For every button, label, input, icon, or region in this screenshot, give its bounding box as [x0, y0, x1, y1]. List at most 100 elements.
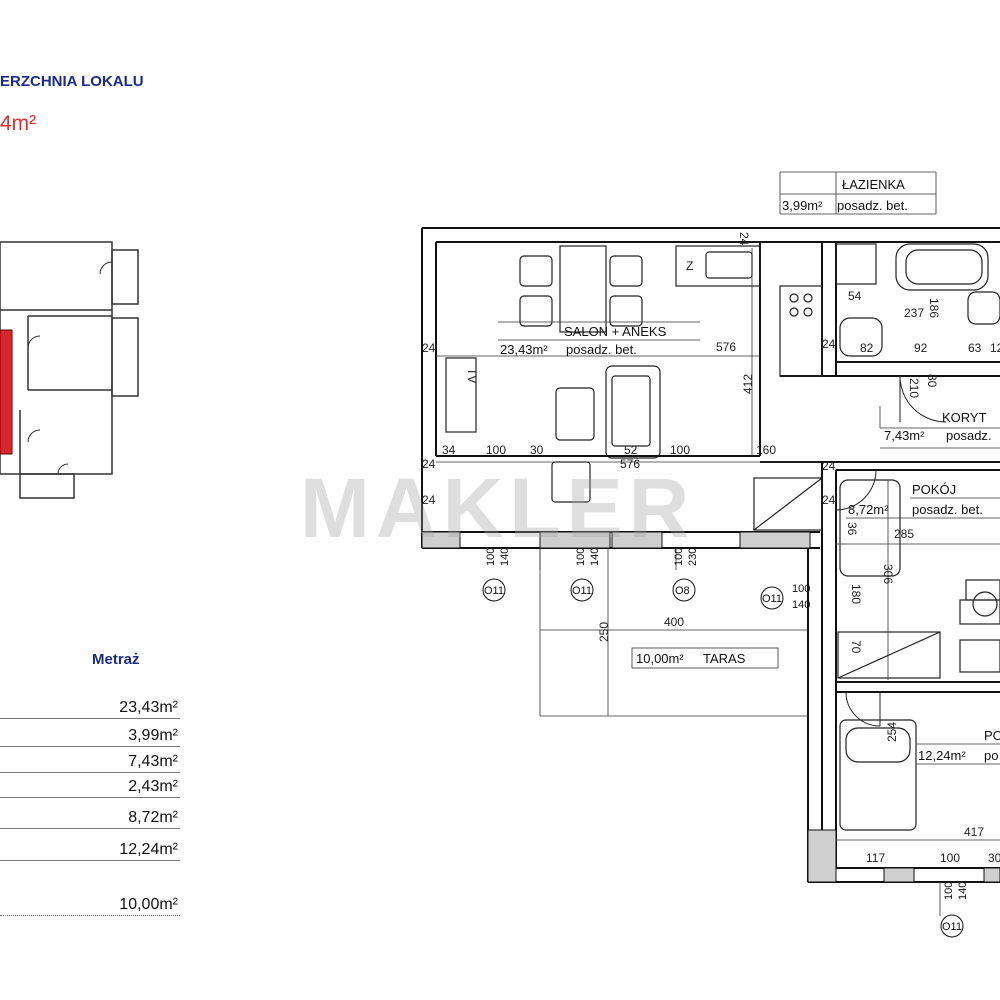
furniture: [445, 243, 1000, 831]
dim: 250: [597, 622, 611, 642]
total-area: 4m²: [0, 112, 37, 135]
dim: 160: [756, 443, 776, 457]
salon-area: 23,43m²: [500, 342, 548, 357]
svg-text:100: 100: [943, 882, 955, 900]
dimension-lines: [436, 171, 1000, 916]
korytarz-name: KORYT: [942, 410, 987, 425]
dim: 210: [907, 378, 921, 398]
dim: 24: [422, 341, 436, 355]
dim: 24: [822, 459, 836, 473]
svg-text:100: 100: [673, 548, 685, 566]
dim: 412: [741, 374, 755, 394]
dim: 52: [624, 443, 638, 457]
dim: 30: [988, 851, 1000, 865]
dim: 285: [894, 527, 914, 541]
window-marker: 100 230 O8: [672, 548, 699, 602]
metraz-row: 23,43m²: [0, 694, 180, 719]
dim: 92: [914, 341, 928, 355]
appliance-label: Z: [686, 259, 693, 273]
room-labels: ŁAZIENKA 3,99m² posadz. bet. SALON + ANE…: [498, 177, 1000, 765]
salon-floor: posadz. bet.: [566, 342, 637, 357]
lazienka-floor: posadz. bet.: [837, 198, 908, 213]
svg-text:100: 100: [485, 548, 497, 566]
dim: 180: [849, 584, 863, 604]
dim: 237: [904, 306, 924, 320]
pokoj1-floor: posadz. bet.: [912, 502, 983, 517]
dim: 34: [442, 443, 456, 457]
metraz-row: 12,24m²: [0, 836, 180, 861]
dim: 576: [716, 340, 736, 354]
window-markers: 100 140 O11 100 140 O11 100 230 O8 100 1…: [482, 548, 969, 938]
metraz-value: 3,99m²: [128, 727, 178, 744]
svg-text:140: 140: [957, 882, 969, 900]
dim: 100: [940, 851, 960, 865]
metraz-row: 7,43m²: [0, 748, 180, 773]
hatched-walls: [421, 531, 1000, 883]
window-marker: 100 140 O11: [760, 583, 810, 611]
dim: 36: [845, 522, 859, 536]
window-marker: 100 140 O11: [570, 548, 601, 602]
key-plan: [0, 241, 139, 499]
dim: 24: [422, 457, 436, 471]
dim: 54: [848, 289, 862, 303]
salon-name: SALON + ANEKS: [564, 324, 667, 339]
taras-name: TARAS: [703, 651, 746, 666]
dim: 80: [925, 374, 939, 388]
dim: 24: [822, 337, 836, 351]
lazienka-name: ŁAZIENKA: [842, 177, 905, 192]
svg-text:100: 100: [792, 583, 810, 595]
korytarz-floor: posadz.: [946, 428, 992, 443]
lazienka-area: 3,99m²: [782, 198, 823, 213]
svg-text:O11: O11: [484, 585, 504, 597]
doors: [835, 375, 947, 727]
metraz-value: 2,43m²: [128, 778, 178, 795]
metraz-value: 10,00m²: [119, 896, 178, 913]
page-title: ERZCHNIA LOKALU: [0, 73, 144, 90]
tv-label: TV: [465, 368, 479, 383]
svg-text:O8: O8: [675, 585, 690, 597]
dim: 12: [990, 341, 1000, 355]
dim: 306: [881, 564, 895, 584]
dim: 100: [670, 443, 690, 457]
metraz-row: 10,00m²: [0, 891, 180, 916]
pokoj1-name: POKÓJ: [912, 482, 956, 497]
metraz-value: 8,72m²: [128, 809, 178, 826]
window-marker: 100 140 O11: [940, 882, 969, 938]
svg-text:230: 230: [687, 548, 699, 566]
pokoj2-area: 12,24m²: [918, 748, 966, 763]
pokoj1-area: 8,72m²: [848, 502, 889, 517]
dim: 82: [860, 341, 874, 355]
metraz-value: 7,43m²: [128, 753, 178, 770]
dim: 24: [737, 232, 751, 246]
dim: 576: [620, 457, 640, 471]
metraz-heading: Metraż: [92, 651, 140, 668]
svg-text:140: 140: [499, 548, 511, 566]
pokoj2-name: PO: [984, 728, 1000, 743]
svg-text:100: 100: [575, 548, 587, 566]
svg-text:O11: O11: [762, 593, 782, 605]
korytarz-area: 7,43m²: [884, 428, 925, 443]
dim: 100: [486, 443, 506, 457]
dim: 70: [849, 640, 863, 654]
pokoj2-floor: po: [984, 748, 998, 763]
dim: 24: [822, 493, 836, 507]
metraz-value: 23,43m²: [119, 699, 178, 716]
svg-text:140: 140: [589, 548, 601, 566]
dim: 30: [530, 443, 544, 457]
dim: 417: [964, 825, 984, 839]
highlight-unit: [0, 329, 13, 455]
dim: 24: [422, 493, 436, 507]
svg-text:O11: O11: [572, 585, 592, 597]
dim: 186: [927, 298, 941, 318]
metraz-row: 8,72m²: [0, 804, 180, 829]
dim: 400: [664, 615, 684, 629]
dimension-texts: 24 576 412 24 54 186 237 82 92 63 12 210…: [422, 232, 1000, 865]
metraz-row: 2,43m²: [0, 773, 180, 798]
svg-text:140: 140: [792, 599, 810, 611]
metraz-row: 3,99m²: [0, 722, 180, 747]
metraz-value: 12,24m²: [119, 841, 178, 858]
dim: 254: [885, 722, 899, 742]
dim: 117: [866, 851, 885, 865]
svg-text:O11: O11: [942, 921, 962, 933]
